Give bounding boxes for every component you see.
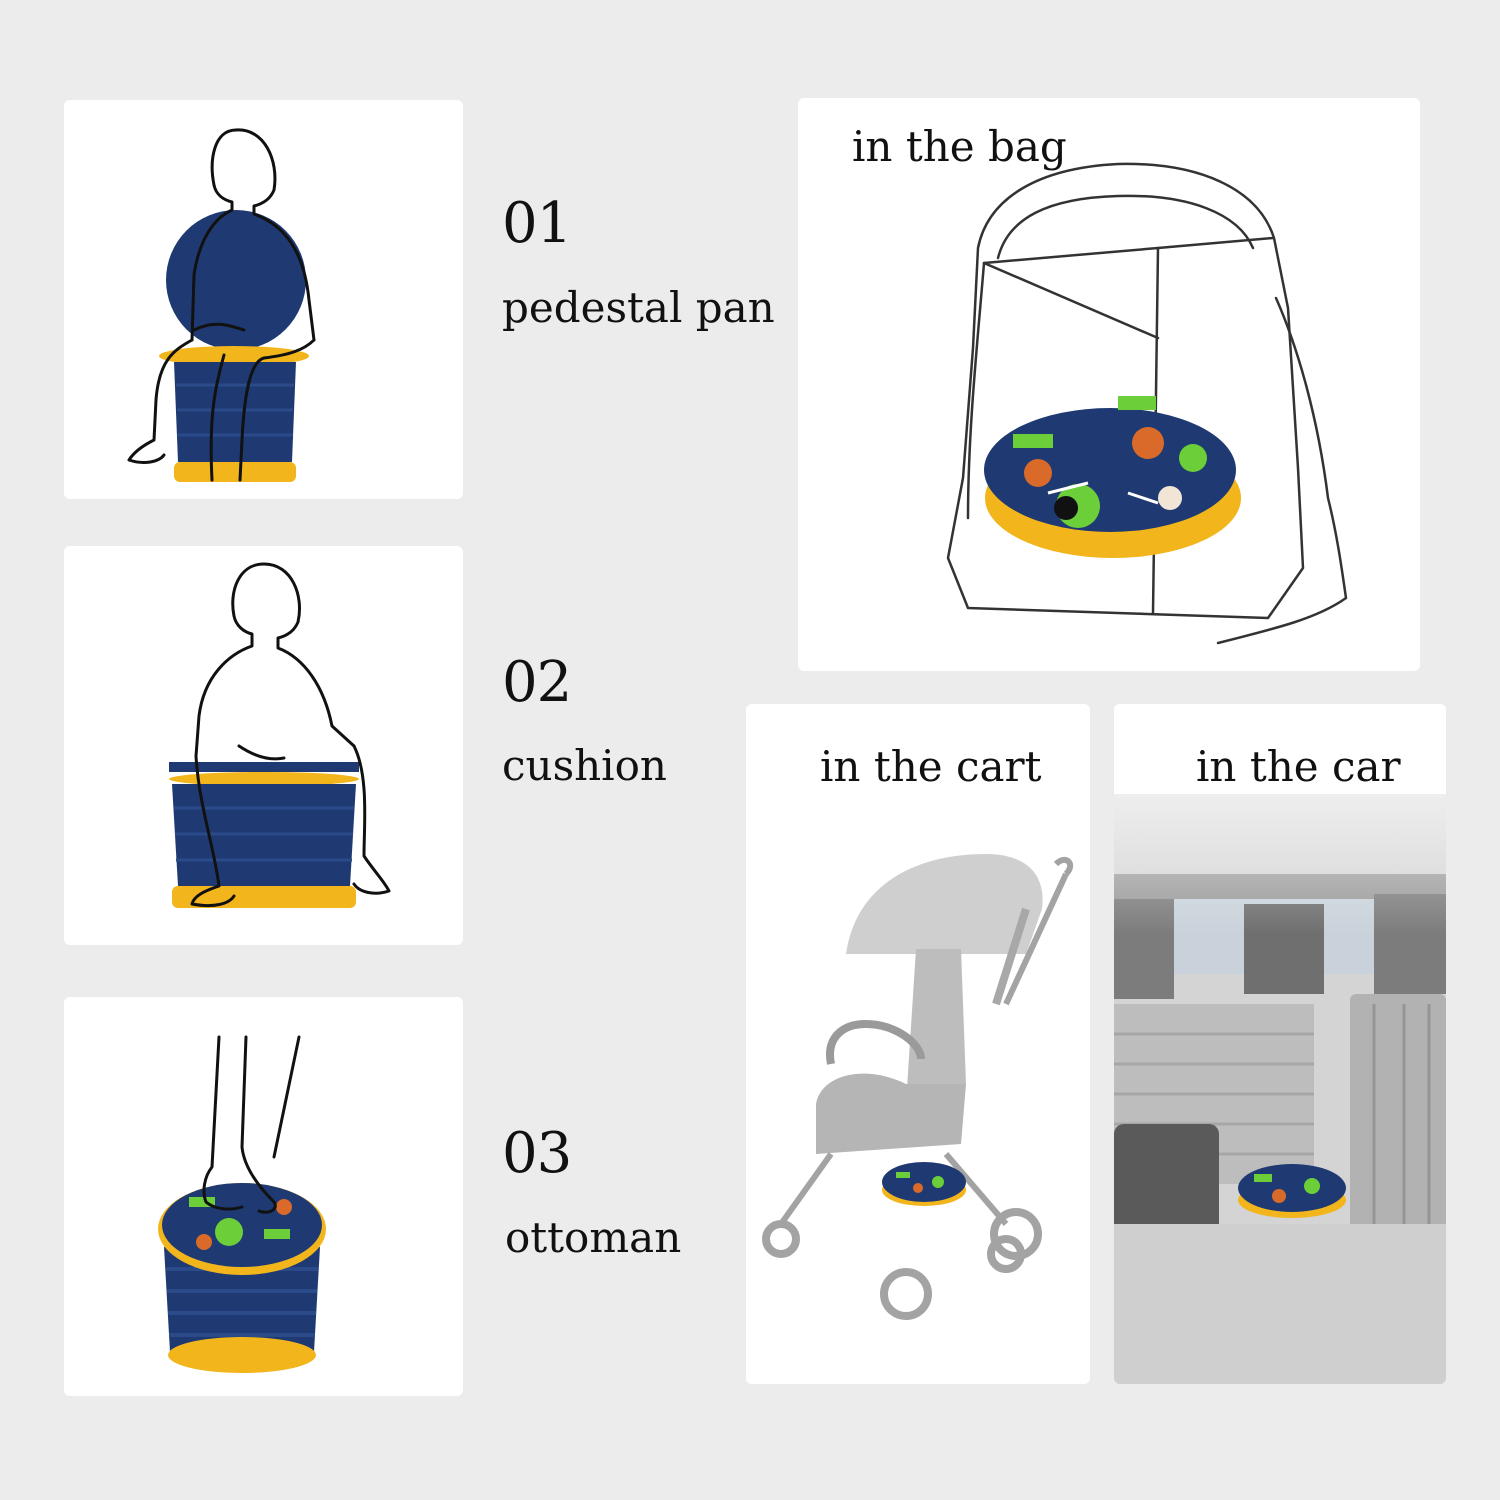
car-title: in the car (1196, 742, 1401, 791)
ottoman-illustration (158, 1035, 326, 1373)
card-ottoman (64, 997, 463, 1396)
car-trunk-illustration (1114, 704, 1446, 1384)
card-cushion (64, 546, 463, 945)
card-in-the-car: in the car (1114, 704, 1446, 1384)
card-in-the-cart: in the cart (746, 704, 1090, 1384)
pedestal-pan-illustration (127, 128, 316, 482)
cushion-illustration (169, 562, 391, 908)
use-number-1: 01 (502, 191, 572, 256)
cart-title: in the cart (820, 742, 1042, 791)
bag-title: in the bag (852, 122, 1067, 171)
card-in-the-bag: in the bag (798, 98, 1420, 671)
stroller-illustration (762, 854, 1074, 1320)
use-label-1: pedestal pan (502, 283, 775, 332)
use-number-3: 03 (502, 1121, 572, 1186)
card-pedestal-pan (64, 100, 463, 499)
use-number-2: 02 (502, 650, 572, 715)
use-label-2: cushion (502, 741, 667, 790)
use-label-3: ottoman (505, 1213, 682, 1262)
backpack-illustration (946, 162, 1348, 645)
